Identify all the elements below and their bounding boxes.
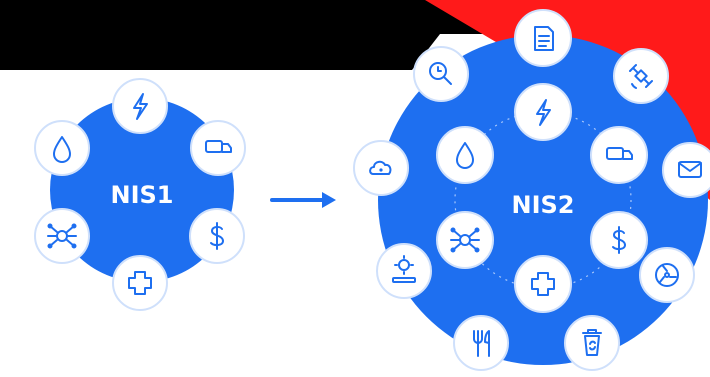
cloud-icon bbox=[369, 160, 392, 175]
truck-icon bbox=[606, 147, 633, 160]
recycle-bin-icon bbox=[582, 329, 602, 356]
nis1-node-bolt bbox=[112, 78, 168, 134]
food-icon bbox=[473, 330, 490, 357]
bolt-icon bbox=[133, 93, 148, 120]
satellite-icon bbox=[629, 64, 653, 89]
nis2-node-bolt bbox=[514, 83, 572, 141]
radiation-icon bbox=[655, 263, 679, 287]
medical-cross-icon bbox=[531, 272, 555, 296]
nis2-node-document bbox=[514, 9, 572, 67]
nis2-node-recycle-bin bbox=[564, 315, 620, 371]
dollar-icon bbox=[612, 226, 626, 254]
nis2-node-cloud bbox=[353, 140, 409, 196]
nis2-node-truck bbox=[590, 126, 648, 184]
document-icon bbox=[534, 26, 554, 51]
network-icon bbox=[450, 227, 480, 253]
dollar-icon bbox=[210, 222, 224, 250]
nis1-node-dollar bbox=[189, 208, 245, 264]
mail-icon bbox=[678, 161, 702, 178]
nis1-hub: NIS1 bbox=[50, 98, 234, 282]
nis1-label: NIS1 bbox=[111, 181, 174, 209]
nis1-node-medical bbox=[112, 255, 168, 311]
nis1-node-network bbox=[34, 208, 90, 264]
nis2-node-research bbox=[413, 46, 469, 102]
research-icon bbox=[429, 62, 452, 85]
nis1-node-truck bbox=[190, 120, 246, 176]
nis2-node-network bbox=[436, 211, 494, 269]
bolt-icon bbox=[536, 99, 551, 126]
nis2-node-radiation bbox=[639, 247, 695, 303]
nis2-node-mail bbox=[662, 142, 710, 198]
nis2-label: NIS2 bbox=[512, 191, 575, 219]
right-arrow-icon bbox=[270, 192, 336, 208]
nis2-node-medical bbox=[514, 255, 572, 313]
medical-cross-icon bbox=[128, 271, 152, 295]
nis2-node-food bbox=[453, 315, 509, 371]
nis2-node-satellite bbox=[613, 48, 669, 104]
nis2-node-dollar bbox=[590, 211, 648, 269]
nis2-node-factory bbox=[376, 243, 432, 299]
water-drop-icon bbox=[456, 142, 474, 169]
truck-icon bbox=[205, 140, 232, 153]
nis1-node-water bbox=[34, 120, 90, 176]
network-icon bbox=[47, 223, 77, 249]
factory-icon bbox=[392, 255, 416, 283]
nis2-hub: NIS2 bbox=[378, 35, 708, 365]
nis2-node-water bbox=[436, 126, 494, 184]
water-drop-icon bbox=[53, 136, 71, 163]
black-band-edge bbox=[0, 34, 440, 70]
